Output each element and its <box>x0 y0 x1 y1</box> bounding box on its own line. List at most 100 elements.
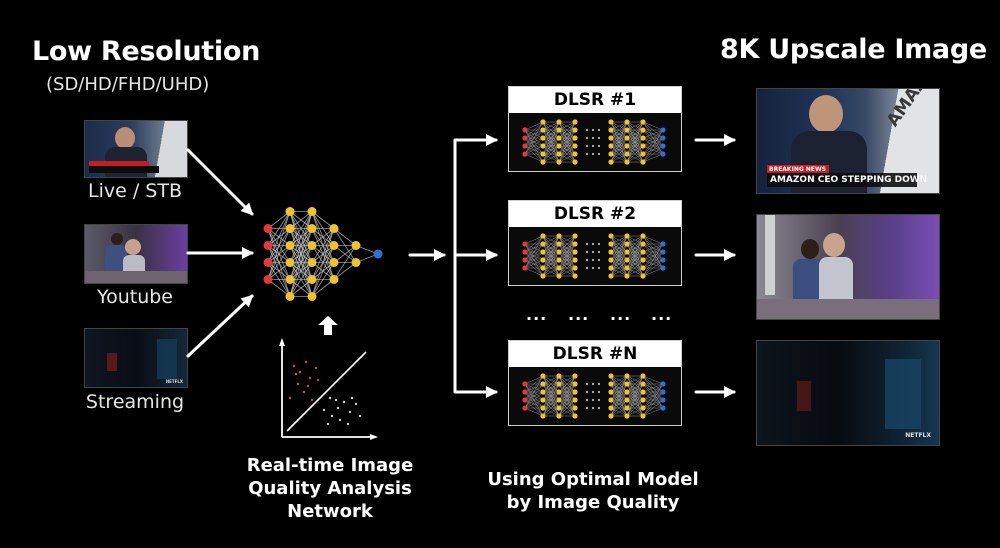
dlsr-3-network-edge <box>610 375 628 393</box>
plot-point <box>292 364 296 368</box>
dlsr-1-network-node <box>540 127 546 133</box>
analysis-caption-line-2: Quality Analysis <box>248 478 412 499</box>
dlsr-2-network-node <box>572 257 578 263</box>
plot-point <box>328 396 332 400</box>
dlsr-1-network-node <box>540 159 546 165</box>
dlsr-3-network-node <box>556 381 562 387</box>
dlsr-2-network-node <box>572 249 578 255</box>
dlsr-3-network-node <box>624 413 630 419</box>
dlsr-1-network-edge <box>542 121 560 155</box>
dlsr-1-network-gap-dot <box>598 137 600 139</box>
dlsr-2-network-node <box>608 265 614 271</box>
dlsr-2-network-node <box>572 241 578 247</box>
dlsr-3-network-edge <box>542 375 560 401</box>
dlsr-3-network-node <box>556 413 562 419</box>
dlsr-3-network-node <box>640 397 646 403</box>
dlsr-3-network-edge <box>542 399 560 417</box>
analysis-network-node <box>285 292 295 301</box>
dlsr-3-network-node <box>572 397 578 403</box>
dlsr-2-network-node <box>640 233 646 239</box>
dlsr-1-network-node <box>556 135 562 141</box>
dlsr-3-network-edge <box>558 399 576 417</box>
streaming-thumbnail: NETFLX <box>84 328 188 388</box>
analysis-network-node <box>307 241 317 250</box>
dlsr-3-network-edge <box>558 391 576 417</box>
dlsr-2-network-edge <box>524 267 544 277</box>
dlsr-1-network-edge <box>626 129 644 163</box>
upscale-title: 8K Upscale Image <box>720 34 987 65</box>
dlsr-3-network-node <box>556 389 562 395</box>
dlsr-2-network-edge <box>524 235 544 269</box>
dlsr-3-network-gap-dot <box>586 399 588 401</box>
dlsr-1-network-node <box>522 143 528 149</box>
breaking-bar <box>89 161 149 166</box>
breaking-bar <box>767 165 829 173</box>
dlsr-3-network-gap-dot <box>598 383 600 385</box>
dlsr-3-network-node <box>660 405 666 411</box>
dlsr-2-network-edge <box>610 259 628 277</box>
dlsr-3-network-edge <box>626 383 644 417</box>
dlsr-2-network-node <box>640 241 646 247</box>
dlsr-1-network-node <box>522 135 528 141</box>
dlsr-3-network-node <box>624 397 630 403</box>
analysis-network-edge <box>311 279 335 297</box>
dlsr-3-network-node <box>522 397 528 403</box>
plot-point <box>294 372 298 376</box>
dlsr-1-network-node <box>522 151 528 157</box>
dlsr-2-network-node <box>660 257 666 263</box>
model-selection-caption: Using Optimal Model by Image Quality <box>478 468 708 514</box>
source-label-youtube: Youtube <box>97 286 173 308</box>
dlsr-1-network-edge <box>610 121 628 131</box>
dim-light <box>797 381 811 411</box>
dlsr-1-network-gap-dot <box>586 145 588 147</box>
dlsr-1-network-edge <box>642 129 664 147</box>
dlsr-2-network-node <box>522 241 528 247</box>
model-caption-line-1: Using Optimal Model <box>487 469 699 490</box>
dlsr-2-network-edge <box>558 235 576 245</box>
dlsr-3-network-node <box>624 373 630 379</box>
dlsr-1-network-edge <box>642 129 664 155</box>
dlsr-1-network-node <box>556 151 562 157</box>
dlsr-1-network-node <box>660 135 666 141</box>
floor <box>85 271 187 283</box>
plot-point <box>314 366 318 370</box>
dlsr-1-network-edge <box>642 121 664 131</box>
dlsr-2-network-gap-dot <box>586 259 588 261</box>
dlsr-2-network-edge <box>542 235 560 245</box>
dlsr-2-network-node <box>624 233 630 239</box>
plot-point <box>302 390 306 394</box>
dlsr-3-network-node <box>624 389 630 395</box>
dlsr-1-network-edge <box>542 121 560 139</box>
dlsr-1-network-edge <box>542 121 560 147</box>
analysis-network-node <box>329 241 339 250</box>
analysis-network-edge <box>267 262 291 280</box>
arrow-streaming-head <box>240 294 254 308</box>
analysis-network-node <box>373 249 383 259</box>
dlsr-3-network-edge <box>642 383 664 393</box>
dlsr-2-network-node <box>640 257 646 263</box>
dlsr-2-network-edge <box>542 235 560 261</box>
dlsr-1-network-gap-dot <box>586 129 588 131</box>
dlsr-3-network-gap-dot <box>586 391 588 393</box>
dlsr-1-network-node <box>572 159 578 165</box>
dlsr-3-network-node <box>640 413 646 419</box>
analysis-network-edge <box>267 211 291 280</box>
window-glow <box>885 359 921 429</box>
dlsr-1-network-edge <box>626 121 644 147</box>
dlsr-2-network-edge <box>626 235 644 269</box>
dlsr-2-network-node <box>522 249 528 255</box>
dlsr-2-network-edge <box>542 243 560 277</box>
dlsr-2-network-edge <box>610 235 628 261</box>
analysis-network-edge <box>289 262 313 297</box>
analysis-network-edge <box>267 279 291 297</box>
dlsr-1-network-edge <box>524 121 544 131</box>
dlsr-1-network-gap-dot <box>592 137 594 139</box>
analysis-caption-line-3: Network <box>287 501 373 522</box>
dlsr-3-network-edge <box>642 391 664 417</box>
dlsr-3-network-edge <box>610 391 628 417</box>
dlsr-1-network-edge <box>524 121 544 139</box>
upscaled-streaming-thumbnail: NETFLX <box>756 340 940 446</box>
dlsr-3-network-node <box>624 405 630 411</box>
dlsr-model-1-label: DLSR #1 <box>509 87 681 113</box>
dlsr-1-network-node <box>608 143 614 149</box>
